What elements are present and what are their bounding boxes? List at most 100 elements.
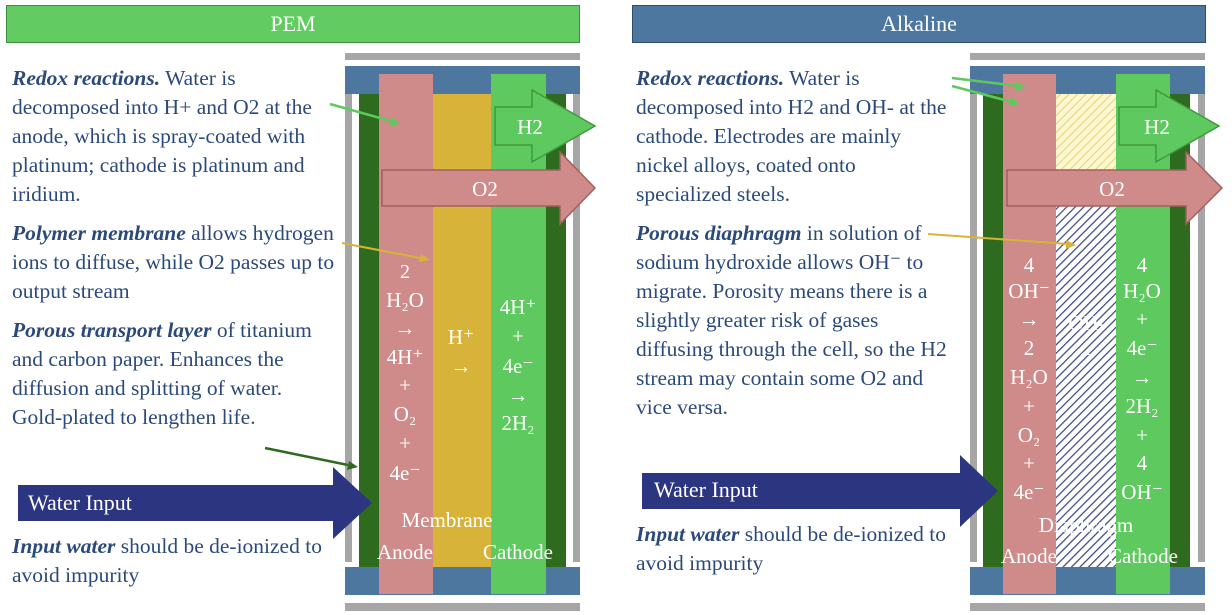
alkaline-diaphragm-top	[1056, 94, 1116, 172]
pem-o2-arrow	[381, 150, 597, 226]
pem-ptl-paragraph: Porous transport layer of titanium and c…	[12, 316, 332, 432]
pem-redox-text: Water is decomposed into H+ and O2 at th…	[12, 66, 312, 206]
pem-membrane-text: allows hydrogen ions to diffuse, while O…	[12, 221, 335, 303]
pem-ptl-title: Porous transport layer	[12, 318, 212, 342]
alkaline-cathode-step: 4	[1137, 451, 1148, 475]
alkaline-input-text: should be de-ionized to avoid impurity	[636, 522, 946, 575]
pem-frame-bottom	[345, 603, 580, 611]
pem-cell: H2 O2 2 H₂O → 4H⁺ + O₂ + 4e⁻ H⁺ → 4H⁺ + …	[345, 53, 597, 611]
alkaline-text-column: Redox reactions. Water is decomposed int…	[636, 64, 956, 432]
pem-cathode-label: Cathode	[483, 540, 553, 564]
alkaline-cathode-label: Cathode	[1108, 544, 1178, 568]
pem-anode-step: 4H⁺	[387, 345, 424, 369]
pem-cathode-reaction: 4H⁺ + 4e⁻ → 2H₂	[500, 295, 537, 435]
alkaline-input-paragraph: Input water should be de-ionized to avoi…	[636, 520, 956, 578]
pem-input-paragraph: Input water should be de-ionized to avoi…	[12, 532, 332, 590]
alkaline-cathode-step: →	[1132, 365, 1153, 389]
alkaline-redox-text: Water is decomposed into H2 and OH- at t…	[636, 66, 947, 206]
alkaline-anode-step: O₂	[1018, 423, 1041, 447]
pem-h2-label: H2	[517, 115, 543, 139]
pem-anode-reaction: 2 H₂O → 4H⁺ + O₂ + 4e⁻	[386, 261, 424, 485]
alkaline-h2-arrow	[1118, 88, 1221, 164]
pem-anode-label: Anode	[377, 540, 433, 564]
pem-frame-right	[573, 92, 580, 562]
pem-anode-step: H₂O	[386, 288, 424, 312]
alkaline-frame-left	[970, 92, 977, 562]
alkaline-cathode-reaction: 4 H₂O + 4e⁻ → 2H₂ + 4 OH⁻	[1121, 253, 1162, 504]
pem-anode-step: →	[395, 316, 416, 340]
pem-anode-step: +	[399, 431, 411, 455]
pem-redox-pointer	[329, 102, 399, 125]
alkaline-cathode-step: 4e⁻	[1127, 336, 1158, 360]
alkaline-diaphragm-reaction: OH- ←	[1068, 311, 1105, 363]
alkaline-cathode-step: 4	[1137, 253, 1148, 277]
alkaline-anode-step: 4e⁻	[1014, 480, 1045, 504]
alkaline-anode	[1003, 74, 1056, 594]
pem-anode	[379, 74, 433, 594]
alkaline-anode-step: +	[1023, 451, 1035, 475]
alkaline-redox-paragraph: Redox reactions. Water is decomposed int…	[636, 64, 956, 209]
alkaline-input-title: Input water	[636, 522, 740, 546]
pem-cathode	[491, 74, 546, 594]
alkaline-anode-step: 2	[1024, 336, 1035, 360]
alkaline-diaphragm-pointer	[927, 233, 1069, 245]
pem-ptl-left	[359, 94, 379, 567]
alkaline-redox-title: Redox reactions.	[636, 66, 785, 90]
alkaline-diaphragm-text: in solution of sodium hydroxide allows O…	[636, 221, 947, 419]
alkaline-diaphragm-step: ←	[1077, 339, 1098, 363]
pem-ptl-text: of titanium and carbon paper. Enhances t…	[12, 318, 312, 429]
alkaline-diaphragm-step: OH-	[1068, 311, 1105, 335]
alkaline-redox-pointer-1	[951, 76, 1019, 88]
alkaline-anode-step: →	[1019, 307, 1040, 331]
alkaline-cathode-step: 2H₂	[1126, 394, 1159, 418]
pem-cathode-step: 4H⁺	[500, 295, 537, 319]
pem-anode-step: O₂	[394, 402, 417, 426]
alkaline-anode-step: H₂O	[1010, 365, 1048, 389]
pem-anode-step: +	[399, 373, 411, 397]
alkaline-electrode-right	[1170, 94, 1190, 567]
alkaline-frame-bottom	[970, 603, 1205, 611]
alkaline-diaphragm-paragraph: Porous diaphragm in solution of sodium h…	[636, 219, 956, 422]
alkaline-h2-label: H2	[1144, 115, 1170, 139]
pem-anode-step: 4e⁻	[390, 461, 421, 485]
pem-header: PEM	[6, 5, 580, 43]
alkaline-electrode-left	[983, 94, 1003, 567]
pem-redox-pointer-head	[389, 117, 400, 126]
alkaline-cathode-step: H₂O	[1123, 279, 1161, 303]
alkaline-cathode-step: +	[1136, 307, 1148, 331]
alkaline-anode-reaction: 4 OH⁻ → 2 H₂O + O₂ + 4e⁻	[1008, 253, 1049, 504]
alkaline-o2-arrow	[1006, 150, 1224, 226]
alkaline-diaphragm-label: Diaphragm	[1039, 513, 1133, 537]
pem-redox-paragraph: Redox reactions. Water is decomposed int…	[12, 64, 342, 209]
alkaline-frame-top	[970, 53, 1205, 60]
alkaline-water-input-arrow	[642, 455, 998, 527]
pem-ptl-pointer-head	[347, 461, 358, 470]
pem-cathode-step: →	[508, 383, 529, 407]
alkaline-header: Alkaline	[632, 5, 1206, 43]
pem-frame-top	[345, 53, 580, 60]
pem-ptl-pointer	[264, 446, 349, 467]
pem-membrane-reaction: H⁺ →	[448, 325, 474, 378]
pem-membrane-title: Polymer membrane	[12, 221, 186, 245]
pem-water-input-arrow	[18, 467, 372, 539]
alkaline-redox-pointer-1-head	[1016, 82, 1026, 91]
alkaline-redox-pointer-2-head	[1009, 97, 1020, 106]
pem-input-title: Input water	[12, 534, 116, 558]
pem-frame-left	[345, 92, 352, 562]
alkaline-anode-step: +	[1023, 394, 1035, 418]
pem-cathode-step: 2H₂	[502, 411, 535, 435]
pem-membrane-step: H⁺	[448, 325, 474, 349]
alkaline-cell: H2 O2 4 OH⁻ → 2 H₂O + O₂ + 4e⁻ OH- ← 4 H…	[970, 53, 1224, 611]
pem-redox-title: Redox reactions.	[12, 66, 161, 90]
alkaline-water-input-label: Water Input	[654, 477, 758, 502]
alkaline-cathode-step: +	[1136, 423, 1148, 447]
alkaline-cathode	[1116, 74, 1170, 594]
pem-cathode-step: +	[512, 324, 524, 348]
alkaline-diaphragm-pointer-head	[1066, 240, 1076, 249]
pem-membrane-paragraph: Polymer membrane allows hydrogen ions to…	[12, 219, 342, 306]
pem-h2-arrow	[494, 88, 597, 164]
pem-membrane-label: Membrane	[402, 508, 493, 532]
alkaline-anode-step: OH⁻	[1008, 279, 1049, 303]
alkaline-anode-step: 4	[1024, 253, 1035, 277]
alkaline-o2-label: O2	[1099, 177, 1125, 201]
